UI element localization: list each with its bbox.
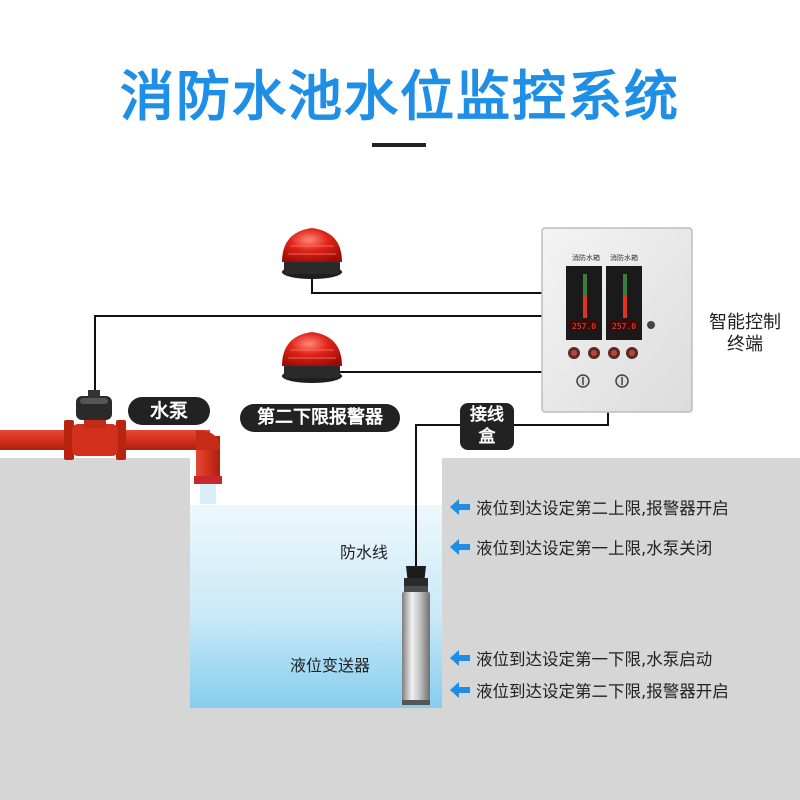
level-transmitter bbox=[402, 566, 430, 705]
water-pump bbox=[64, 390, 126, 460]
panel-header-left: 消防水箱 bbox=[572, 253, 600, 262]
ground-right bbox=[442, 458, 800, 800]
level-transmitter-label: 液位变送器 bbox=[290, 656, 371, 675]
level-note-first-upper: 液位到达设定第一上限,水泵关闭 bbox=[476, 539, 713, 558]
control-terminal-box: 消防水箱 消防水箱 257.0 257.0 bbox=[541, 227, 693, 413]
arrow-icon bbox=[450, 682, 470, 698]
panel-reading-right: 257.0 bbox=[612, 322, 636, 331]
junction-box-label-line1: 接线 bbox=[470, 405, 504, 425]
control-terminal-label: 智能控制 终端 bbox=[700, 312, 790, 356]
page-title: 消防水池水位监控系统 bbox=[120, 65, 680, 128]
second-lower-alarm-label: 第二下限报警器 bbox=[240, 404, 400, 432]
control-terminal-label-line1: 智能控制 bbox=[709, 312, 781, 333]
junction-box-label-line2: 盒 bbox=[478, 427, 496, 447]
control-terminal-label-line2: 终端 bbox=[727, 334, 763, 355]
ground-bottom bbox=[190, 708, 442, 800]
water-tank bbox=[190, 505, 442, 708]
level-note-second-lower: 液位到达设定第二下限,报警器开启 bbox=[476, 682, 729, 701]
panel-indicators bbox=[568, 347, 638, 359]
panel-reading-left: 257.0 bbox=[572, 322, 596, 331]
level-arrows bbox=[450, 499, 470, 698]
panel-knobs bbox=[576, 374, 629, 388]
arrow-icon bbox=[450, 539, 470, 555]
alarm-lamp-lower bbox=[282, 332, 342, 383]
pump-label: 水泵 bbox=[128, 397, 210, 425]
ground-left bbox=[0, 458, 190, 800]
junction-box-label: 接线 盒 bbox=[460, 403, 514, 450]
level-note-first-lower: 液位到达设定第一下限,水泵启动 bbox=[476, 650, 713, 669]
level-note-second-upper: 液位到达设定第二上限,报警器开启 bbox=[476, 499, 729, 518]
arrow-icon bbox=[450, 499, 470, 515]
panel-header-right: 消防水箱 bbox=[610, 253, 638, 262]
waterproof-line-label: 防水线 bbox=[340, 543, 389, 562]
alarm-lamp-upper bbox=[282, 228, 342, 279]
title-underline bbox=[372, 143, 426, 147]
arrow-icon bbox=[450, 650, 470, 666]
